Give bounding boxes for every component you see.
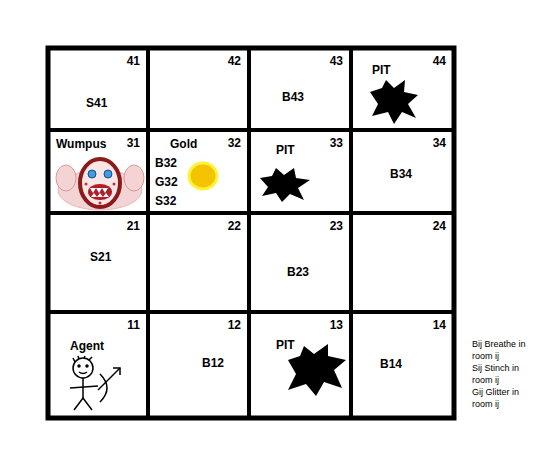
room-number: 43 — [330, 54, 343, 68]
grid-line — [247, 48, 251, 418]
grid-lines — [48, 48, 454, 418]
room-cell: Gold 32B32G32S32 — [148, 130, 249, 213]
pit-blob — [260, 168, 310, 202]
room-number: 42 — [228, 54, 241, 68]
room-label: PIT — [276, 143, 295, 157]
room-cell: 21S21 — [48, 213, 148, 312]
wumpus-teeth — [90, 188, 108, 193]
wumpus-ear — [56, 165, 76, 191]
grid-line — [146, 48, 150, 418]
pit-blob — [288, 344, 346, 396]
room-cell: 22 — [148, 213, 249, 312]
room-number: 23 — [330, 219, 343, 233]
agent-eye — [86, 365, 88, 367]
agent-arms — [70, 386, 98, 388]
room-cell: 23B23 — [249, 213, 351, 312]
room-cell: 34B34 — [351, 130, 454, 213]
room-label: B14 — [380, 357, 402, 371]
agent-arrowhead — [113, 368, 120, 375]
agent-figure — [70, 356, 120, 410]
room-cell: 11Agent — [48, 312, 148, 418]
room-cell: 12B12 — [148, 312, 249, 418]
wumpus-eye — [104, 170, 112, 178]
room-number: 11 — [127, 318, 140, 332]
legend-note: Gij Glitter in room ij — [472, 386, 538, 410]
room-number: 44 — [433, 54, 446, 68]
grid-line — [349, 48, 353, 418]
room-number: 24 — [433, 219, 446, 233]
room-number: 22 — [228, 219, 241, 233]
legend-note: Bij Breathe in room ij — [472, 338, 538, 362]
room-label: B23 — [287, 265, 309, 279]
room-label: Wumpus — [56, 137, 106, 151]
room-number: 13 — [330, 318, 343, 332]
room-cell: 33PIT — [249, 130, 351, 213]
grid-line — [48, 211, 454, 215]
room-number: 34 — [433, 136, 446, 150]
room-label: B43 — [282, 90, 304, 104]
room-label: S32 — [155, 194, 176, 208]
room-number: 31 — [127, 136, 140, 150]
wumpus-teeth — [91, 193, 109, 197]
room-number: 41 — [127, 54, 140, 68]
wumpus-spot — [113, 183, 116, 186]
legend-note: Sij Stinch in room ij — [472, 362, 538, 386]
wumpus-face — [80, 159, 120, 207]
room-label: S21 — [90, 250, 111, 264]
agent-mouth — [79, 372, 87, 374]
agent-arrow — [98, 368, 120, 390]
grid-line — [48, 128, 454, 132]
room-cell: 13PIT — [249, 312, 351, 418]
room-cell: 42 — [148, 48, 249, 130]
grid-line — [48, 310, 454, 314]
room-label: S41 — [86, 96, 107, 110]
agent-body — [82, 378, 84, 398]
room-cell: 43B43 — [249, 48, 351, 130]
room-number: 14 — [433, 318, 446, 332]
room-cell: 24 — [351, 213, 454, 312]
room-cell: 14B14 — [351, 312, 454, 418]
wumpus-spot — [85, 183, 88, 186]
room-label: Gold — [170, 137, 197, 151]
agent-head — [73, 358, 93, 378]
gold-coin — [189, 163, 217, 189]
room-cell: 41S41 — [48, 48, 148, 130]
wumpus-mouth — [88, 184, 112, 200]
wumpus-spot — [99, 202, 102, 205]
wumpus-monster — [56, 159, 144, 210]
room-cell: 44PIT — [351, 48, 454, 130]
pit-blob — [370, 80, 418, 124]
agent-hair — [73, 356, 92, 362]
room-label: B34 — [390, 167, 412, 181]
room-cell: Wumpus 31 — [48, 130, 148, 213]
room-label: B32 — [155, 156, 177, 170]
room-number: 32 — [228, 136, 241, 150]
room-label: PIT — [372, 63, 391, 77]
wumpus-eye — [88, 170, 96, 178]
room-number: 12 — [228, 318, 241, 332]
room-number: 33 — [330, 136, 343, 150]
room-label: G32 — [155, 175, 178, 189]
agent-eye — [78, 365, 80, 367]
agent-legs — [74, 398, 92, 410]
room-number: 21 — [127, 219, 140, 233]
grid-border — [48, 48, 454, 418]
wumpus-ear — [124, 165, 144, 191]
room-label: Agent — [70, 339, 104, 353]
room-label: B12 — [202, 356, 224, 370]
room-label: PIT — [276, 338, 295, 352]
